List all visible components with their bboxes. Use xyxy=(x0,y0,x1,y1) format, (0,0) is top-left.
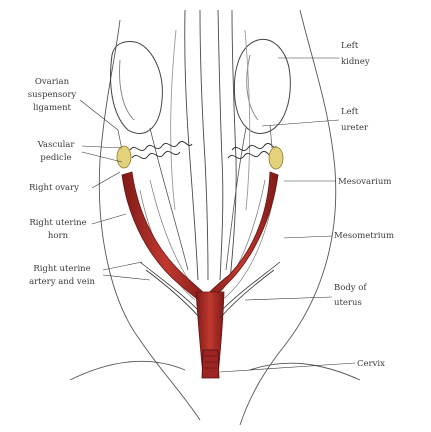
body-of-uterus-label-2: uterus xyxy=(334,298,362,308)
right-uterine-horn-label-2: horn xyxy=(48,231,69,241)
ovarian-ligament-label-2: suspensory xyxy=(28,90,77,100)
vascular-pedicle-label-2: pedicle xyxy=(40,153,71,163)
right-kidney xyxy=(111,42,163,134)
right-uterine-artery-label-1: Right uterine xyxy=(33,264,90,274)
left-ureter-label-1: Left xyxy=(341,107,359,117)
left-uterine-horn xyxy=(203,172,278,305)
vascular-pedicle-label-1: Vascular xyxy=(37,140,76,150)
right-uterine-horn xyxy=(122,172,210,305)
left-kidney-label-2: kidney xyxy=(341,57,370,67)
left-ureter-label-2: ureter xyxy=(341,123,369,133)
body-of-uterus-label-1: Body of xyxy=(334,283,367,293)
suspensory-ligaments xyxy=(118,125,272,150)
right-ovary-label: Right ovary xyxy=(29,183,79,193)
ovarian-ligament-label-1: Ovarian xyxy=(35,77,70,87)
right-uterine-horn-label-1: Right uterine xyxy=(29,218,86,228)
left-kidney xyxy=(234,39,290,133)
cervix xyxy=(202,350,219,378)
ovarian-ligament-label-3: ligament xyxy=(33,103,72,113)
ureters xyxy=(150,128,246,270)
cervix-label: Cervix xyxy=(357,359,385,369)
left-ovary xyxy=(269,147,283,169)
ovarian-vessels xyxy=(130,141,276,158)
central-vessels xyxy=(171,10,250,280)
mesovarium-label: Mesovarium xyxy=(338,177,391,187)
right-uterine-artery-label-2: artery and vein xyxy=(29,277,95,287)
left-kidney-label-1: Left xyxy=(341,41,359,51)
right-ovary xyxy=(117,146,131,168)
mesometrium-label: Mesometrium xyxy=(334,231,394,241)
